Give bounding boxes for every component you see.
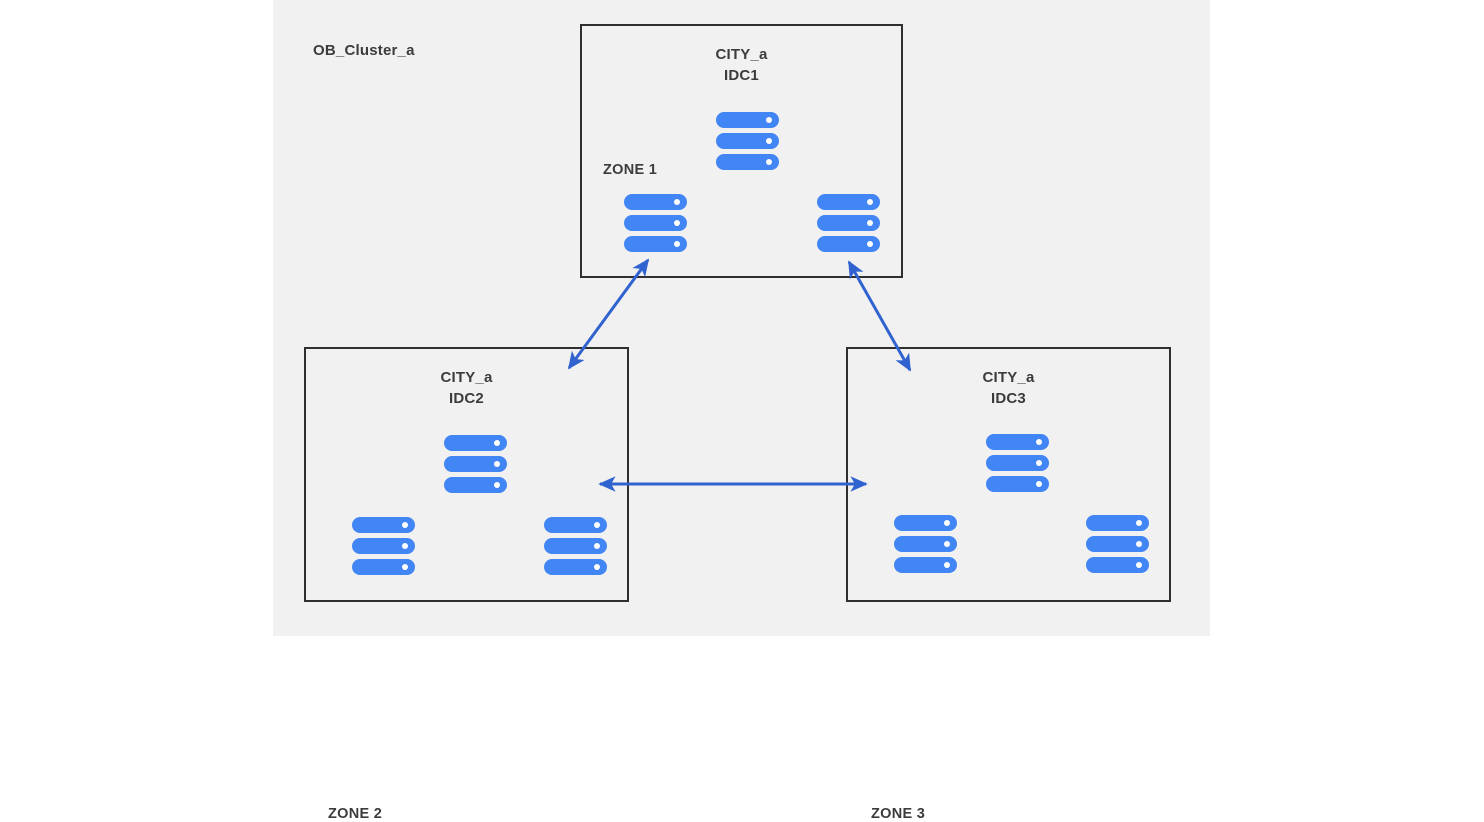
server-bar: [894, 536, 957, 552]
server-icon[interactable]: [624, 194, 687, 252]
server-icon[interactable]: [544, 517, 607, 575]
server-status-dot: [1036, 439, 1042, 445]
server-bar: [352, 517, 415, 533]
server-status-dot: [674, 220, 680, 226]
server-bar: [986, 434, 1049, 450]
server-bar: [544, 538, 607, 554]
server-bar: [1086, 557, 1149, 573]
idc-box-idc3[interactable]: CITY_a IDC3 ZONE 3: [846, 347, 1171, 822]
server-bar: [544, 559, 607, 575]
server-bar: [716, 154, 779, 170]
idc3-city: CITY_a: [982, 369, 1035, 386]
server-icon[interactable]: [894, 515, 957, 573]
idc1-title: CITY_a IDC1: [582, 44, 901, 86]
server-status-dot: [944, 520, 950, 526]
server-bar: [1086, 536, 1149, 552]
server-bar: [624, 236, 687, 252]
server-icon[interactable]: [1086, 515, 1149, 573]
server-status-dot: [867, 199, 873, 205]
idc3-title: CITY_a IDC3: [848, 367, 1169, 409]
server-status-dot: [674, 241, 680, 247]
server-bar: [352, 559, 415, 575]
server-bar: [716, 112, 779, 128]
cluster-label: OB_Cluster_a: [313, 42, 415, 59]
diagram-canvas: OB_Cluster_a CITY_a IDC1 ZONE 1 CITY_a I…: [273, 0, 1210, 822]
server-status-dot: [867, 220, 873, 226]
server-status-dot: [494, 440, 500, 446]
server-bar: [817, 194, 880, 210]
server-icon[interactable]: [352, 517, 415, 575]
server-status-dot: [1136, 541, 1142, 547]
server-bar: [444, 456, 507, 472]
server-status-dot: [402, 564, 408, 570]
server-status-dot: [674, 199, 680, 205]
server-status-dot: [494, 461, 500, 467]
idc3-name: IDC3: [991, 390, 1026, 407]
server-bar: [444, 477, 507, 493]
idc2-name: IDC2: [449, 390, 484, 407]
server-bar: [817, 236, 880, 252]
zone-label-2: ZONE 2: [328, 806, 383, 822]
server-bar: [624, 215, 687, 231]
server-status-dot: [1036, 481, 1042, 487]
idc-box-idc2[interactable]: CITY_a IDC2 ZONE 2: [304, 347, 629, 822]
server-bar: [544, 517, 607, 533]
server-status-dot: [944, 541, 950, 547]
server-status-dot: [594, 564, 600, 570]
server-bar: [894, 557, 957, 573]
server-status-dot: [1136, 562, 1142, 568]
server-status-dot: [766, 138, 772, 144]
server-bar: [986, 476, 1049, 492]
server-status-dot: [867, 241, 873, 247]
server-bar: [444, 435, 507, 451]
server-bar: [817, 215, 880, 231]
server-bar: [624, 194, 687, 210]
server-status-dot: [494, 482, 500, 488]
server-icon[interactable]: [716, 112, 779, 170]
server-status-dot: [766, 117, 772, 123]
zone-label-1: ZONE 1: [603, 162, 658, 178]
server-status-dot: [594, 543, 600, 549]
server-status-dot: [594, 522, 600, 528]
server-status-dot: [1036, 460, 1042, 466]
idc2-title: CITY_a IDC2: [306, 367, 627, 409]
server-icon[interactable]: [986, 434, 1049, 492]
server-icon[interactable]: [817, 194, 880, 252]
server-status-dot: [944, 562, 950, 568]
server-bar: [986, 455, 1049, 471]
server-bar: [352, 538, 415, 554]
server-status-dot: [1136, 520, 1142, 526]
server-status-dot: [766, 159, 772, 165]
idc1-name: IDC1: [724, 67, 759, 84]
idc2-city: CITY_a: [440, 369, 493, 386]
zone-label-3: ZONE 3: [871, 806, 926, 822]
server-bar: [716, 133, 779, 149]
server-status-dot: [402, 522, 408, 528]
server-bar: [1086, 515, 1149, 531]
server-status-dot: [402, 543, 408, 549]
server-icon[interactable]: [444, 435, 507, 493]
idc-box-idc1[interactable]: CITY_a IDC1 ZONE 1: [580, 24, 903, 278]
server-bar: [894, 515, 957, 531]
idc1-city: CITY_a: [715, 46, 768, 63]
